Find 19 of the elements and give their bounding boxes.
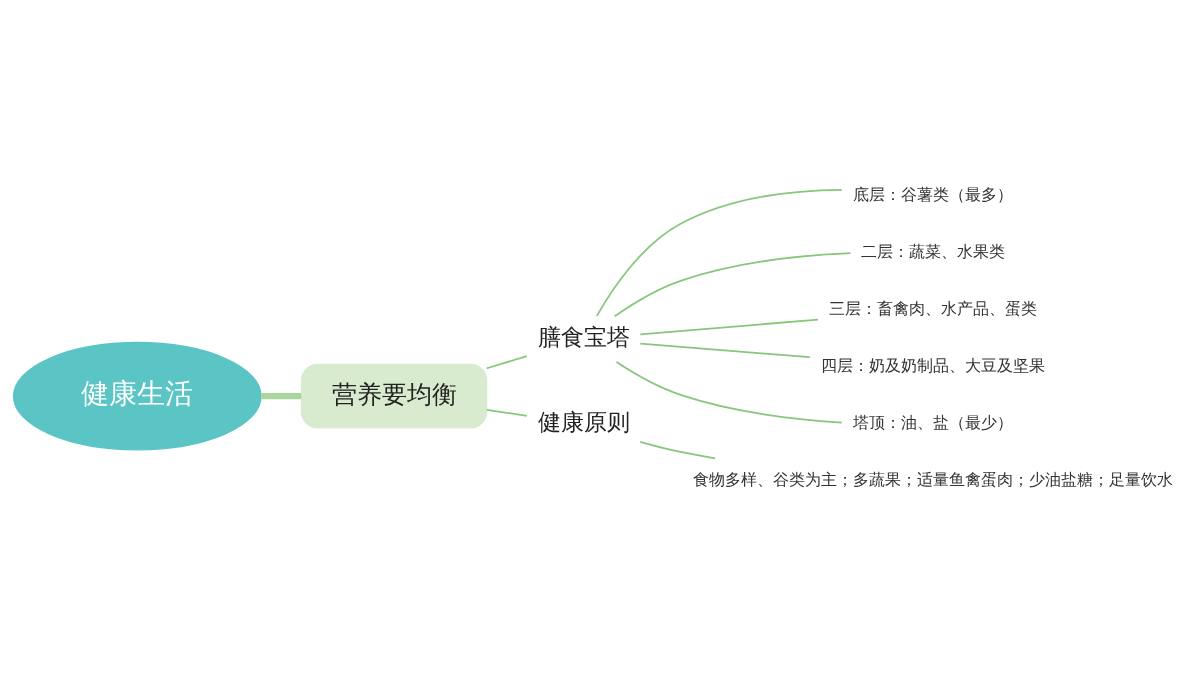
connector bbox=[485, 354, 528, 369]
node-text: 二层：蔬菜、水果类 bbox=[861, 241, 1006, 261]
connector bbox=[485, 408, 528, 417]
node-text: 食物多样、谷类为主；多蔬果；适量鱼禽蛋肉；少油盐糖；足量饮水 bbox=[693, 469, 1174, 489]
connector bbox=[613, 251, 852, 317]
node-text: 膳食宝塔 bbox=[537, 324, 630, 350]
connector bbox=[639, 318, 819, 335]
node-text: 健康原则 bbox=[537, 409, 630, 435]
connector bbox=[639, 342, 811, 358]
connector bbox=[615, 360, 843, 423]
node-text: 三层：畜禽肉、水产品、蛋类 bbox=[829, 298, 1038, 318]
node-ellipse: 健康生活 bbox=[12, 341, 262, 450]
node-box: 营养要均衡 bbox=[300, 363, 488, 428]
connector bbox=[595, 188, 843, 317]
node-text: 底层：谷薯类（最多） bbox=[853, 184, 1014, 204]
node-text: 四层：奶及奶制品、大豆及坚果 bbox=[821, 355, 1046, 375]
connector bbox=[639, 440, 716, 459]
node-text: 塔顶：油、盐（最少） bbox=[853, 412, 1014, 432]
connector bbox=[261, 392, 302, 399]
